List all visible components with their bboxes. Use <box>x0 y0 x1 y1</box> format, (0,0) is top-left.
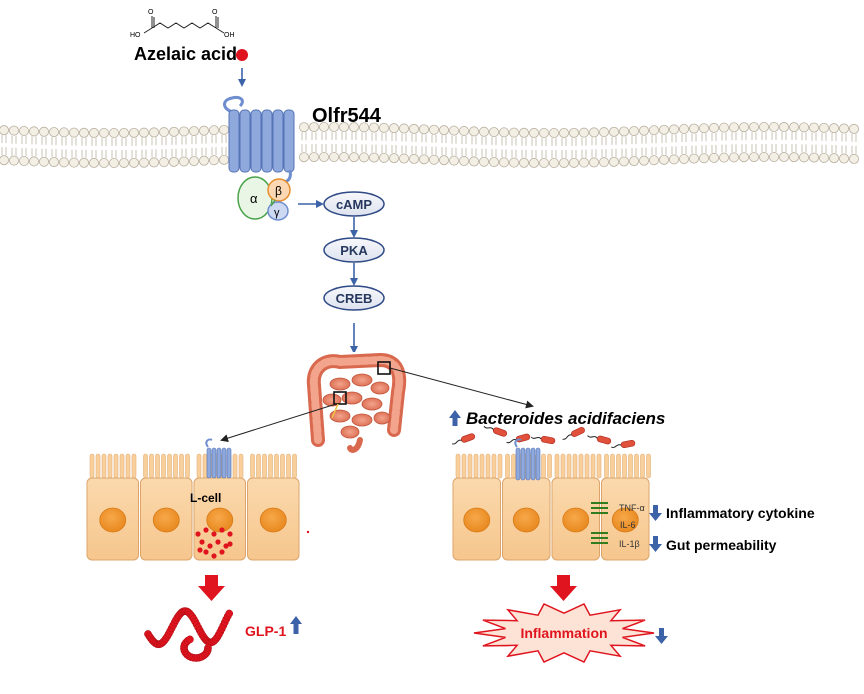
inflammation-down-arrow <box>655 628 668 644</box>
ligand-dot <box>236 49 248 61</box>
cytokine-tnf: TNF-α <box>619 503 645 513</box>
structure-oh: OH <box>224 32 235 39</box>
beta-label: β <box>275 184 282 198</box>
zoom-arrow-left <box>220 403 337 443</box>
effect-inflammatory-cytokine: Inflammatory cytokine <box>666 505 815 521</box>
cytokine-il6: IL-6 <box>620 520 636 530</box>
glp1-granules <box>195 527 233 559</box>
permeability-down-arrow <box>649 536 662 552</box>
receptor-label: Olfr544 <box>312 105 382 127</box>
glp1-peptide-chain <box>144 607 234 662</box>
tight-junctions <box>591 502 608 544</box>
cascade-label-camp: cAMP <box>336 197 372 212</box>
right-cell-receptor <box>514 438 541 481</box>
cascade-label-pka: PKA <box>340 243 368 258</box>
gamma-label: γ <box>274 207 280 219</box>
glp1-label: GLP-1 <box>245 623 286 639</box>
glp1-up-arrow <box>290 616 302 634</box>
structure-o-left: O <box>148 9 154 16</box>
bacteria-label: Bacteroides acidifaciens <box>466 409 665 428</box>
azelaic-acid-structure <box>143 16 225 34</box>
camp-node <box>323 191 385 217</box>
cytokine-il1b: IL-1β <box>619 539 640 549</box>
ligand-label: Azelaic acid <box>134 44 237 64</box>
cascade <box>323 191 385 354</box>
pka-node <box>323 237 385 263</box>
inflammation-burst <box>473 603 655 663</box>
zoom-arrow-right <box>389 367 534 409</box>
structure-ho: HO <box>130 32 141 39</box>
effect-gut-permeability: Gut permeability <box>666 537 777 553</box>
left-red-arrow <box>198 575 225 601</box>
cytokine-down-arrow <box>649 505 662 521</box>
l-cell-receptor <box>205 438 232 479</box>
l-cell-label: L-cell <box>190 491 221 505</box>
g-protein <box>237 176 291 221</box>
cascade-label-creb: CREB <box>336 291 373 306</box>
right-red-arrow <box>550 575 577 601</box>
olfr544-receptor <box>223 96 295 184</box>
small-intestine-zoom-box <box>333 391 347 405</box>
intestine-illustration <box>305 352 407 456</box>
right-epithelium <box>452 453 651 561</box>
alpha-label: α <box>250 191 258 206</box>
creb-node <box>323 285 385 311</box>
stray-dot <box>306 530 310 534</box>
left-epithelium <box>86 453 300 561</box>
g-gamma-subunit <box>267 201 289 221</box>
g-beta-subunit <box>267 178 291 202</box>
cell-membrane <box>0 122 860 168</box>
bacteria-up-arrow <box>449 410 461 426</box>
inflammation-label: Inflammation <box>520 625 607 641</box>
structure-o-right: O <box>212 9 218 16</box>
